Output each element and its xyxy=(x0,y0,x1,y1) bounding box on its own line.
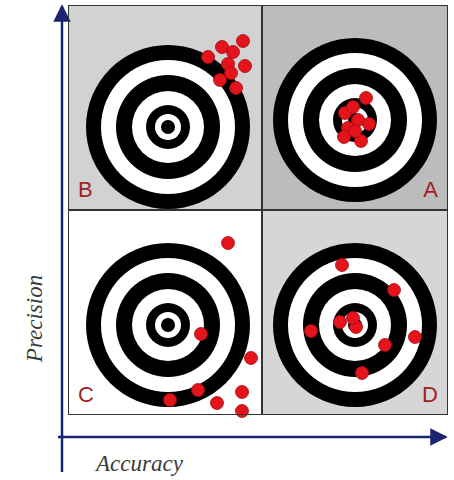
target-ring xyxy=(116,273,220,377)
target-ring xyxy=(116,75,220,179)
shot-dot xyxy=(363,118,376,131)
shot-dot xyxy=(245,352,258,365)
target-ring xyxy=(273,38,437,202)
target-ring xyxy=(161,120,175,134)
quadrant-grounds xyxy=(68,5,448,415)
shot-dot xyxy=(379,339,392,352)
shot-dot xyxy=(211,397,224,410)
shot-dot xyxy=(409,331,422,344)
quadrant-box: A xyxy=(262,5,448,210)
shot-dot xyxy=(334,316,347,329)
target-ring xyxy=(155,312,181,338)
shot-dot xyxy=(202,51,215,64)
target-ring xyxy=(132,91,204,163)
shot-dot xyxy=(227,46,240,59)
shot-group xyxy=(202,35,252,95)
accuracy-axis xyxy=(58,436,446,439)
target-ring xyxy=(303,273,407,377)
shot-dot xyxy=(305,325,318,338)
target-ring xyxy=(101,60,235,194)
target-ring xyxy=(132,289,204,361)
quadrant-ground xyxy=(262,5,448,210)
shot-dot xyxy=(360,92,373,105)
shot-dot xyxy=(236,386,249,399)
target-ring xyxy=(303,68,407,172)
target-ring xyxy=(288,258,422,392)
shot-dot xyxy=(192,384,205,397)
quadrant-box: B xyxy=(68,5,262,210)
shot-dot xyxy=(237,35,250,48)
quadrant-box: C xyxy=(68,210,262,415)
shot-dot xyxy=(349,125,362,138)
shot-dot xyxy=(356,367,369,380)
shot-dot xyxy=(230,82,243,95)
target-ring xyxy=(86,45,250,209)
target-ring xyxy=(101,258,235,392)
shot-dot xyxy=(236,405,249,418)
target xyxy=(86,243,250,407)
target-ring xyxy=(146,303,190,347)
shot-dot xyxy=(239,60,252,73)
shot-group xyxy=(338,92,376,148)
target xyxy=(273,243,437,407)
quadrant-letter: A xyxy=(423,179,438,201)
shot-dot xyxy=(222,237,235,250)
axis-label: Accuracy xyxy=(96,452,183,475)
target-ring xyxy=(161,318,175,332)
target-ring xyxy=(319,84,391,156)
target xyxy=(273,38,437,202)
quadrant-letter: D xyxy=(422,384,438,406)
target-ring xyxy=(288,53,422,187)
shot-dot xyxy=(164,394,177,407)
shot-group xyxy=(164,237,258,418)
shot-dot xyxy=(225,67,238,80)
quadrant-letter: B xyxy=(78,179,93,201)
quadrant-ground xyxy=(68,210,262,415)
shot-dot xyxy=(336,259,349,272)
target-ring xyxy=(333,303,377,347)
shot-dot xyxy=(195,328,208,341)
quadrant-letter: C xyxy=(78,384,94,406)
shots xyxy=(164,35,422,418)
target xyxy=(86,45,250,209)
shot-group xyxy=(305,259,422,380)
precision-axis xyxy=(61,6,64,472)
target-ring xyxy=(273,243,437,407)
target-ring xyxy=(146,105,190,149)
shot-dot xyxy=(388,284,401,297)
quadrant-ground xyxy=(68,5,262,210)
shot-dot xyxy=(347,312,360,325)
axis-label: Precision xyxy=(24,274,47,361)
shot-dot xyxy=(347,101,360,114)
target-ring xyxy=(86,243,250,407)
quadrant-box: D xyxy=(262,210,448,415)
quadrant-ground xyxy=(262,210,448,415)
target-ring xyxy=(155,114,181,140)
target-ring xyxy=(319,289,391,361)
